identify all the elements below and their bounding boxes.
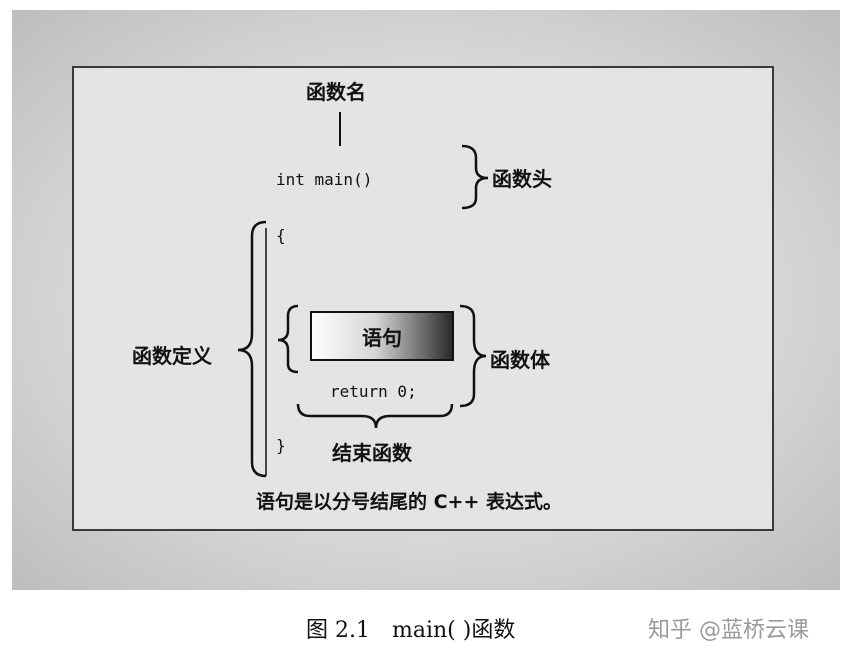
function-head-brace xyxy=(461,144,489,210)
statement-box: 语句 xyxy=(310,311,454,361)
code-header: int main() xyxy=(276,170,373,189)
code-close-brace: } xyxy=(276,436,286,455)
function-definition-brace xyxy=(237,220,267,478)
statement-left-brace xyxy=(277,304,299,374)
watermark: 知乎 @蓝桥云课 xyxy=(648,618,809,643)
diagram-panel xyxy=(72,66,774,531)
function-name-label: 函数名 xyxy=(306,80,366,104)
end-function-label: 结束函数 xyxy=(332,441,412,465)
note-text: 语句是以分号结尾的 C++ 表达式。 xyxy=(256,491,563,513)
figure-caption: 图 2.1 main( )函数 xyxy=(306,618,516,643)
function-head-label: 函数头 xyxy=(492,167,552,191)
function-body-brace xyxy=(459,304,487,408)
statement-box-label: 语句 xyxy=(362,325,402,350)
code-return: return 0; xyxy=(330,382,417,401)
end-function-brace xyxy=(296,403,454,429)
function-definition-label: 函数定义 xyxy=(132,344,212,368)
code-open-brace: { xyxy=(276,226,286,245)
function-body-label: 函数体 xyxy=(490,348,550,372)
